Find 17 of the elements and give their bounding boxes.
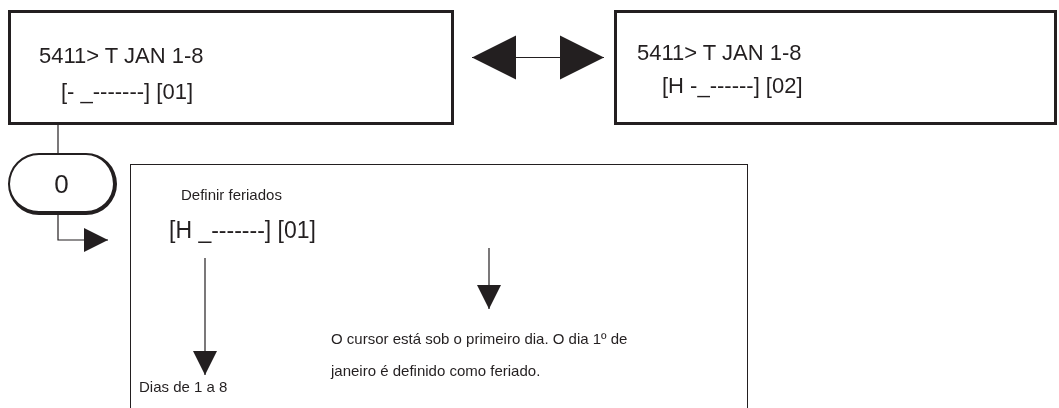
connector-line	[57, 124, 59, 154]
panel-heading: Definir feriados	[181, 186, 282, 203]
display-text: [- _-------] [01]	[61, 79, 193, 105]
arrow	[57, 214, 109, 252]
display-box	[614, 10, 1057, 125]
display-text: 5411> T JAN 1-8	[637, 40, 802, 66]
key-label: 0	[53, 169, 70, 200]
annotation-text: Dias de 1 a 8	[139, 378, 228, 395]
display-text: [H -_------] [02]	[662, 73, 803, 99]
display-text: [H _-------] [01]	[169, 217, 316, 244]
display-box	[8, 10, 454, 125]
arrow	[477, 247, 501, 310]
arrow	[193, 257, 217, 376]
annotation-text: O cursor está sob o primeiro dia. O dia 1º de janeiro é definido como feriado.	[331, 329, 629, 381]
info-panel	[130, 164, 748, 408]
display-text: 5411> T JAN 1-8	[39, 43, 204, 69]
arrow	[471, 35, 605, 80]
